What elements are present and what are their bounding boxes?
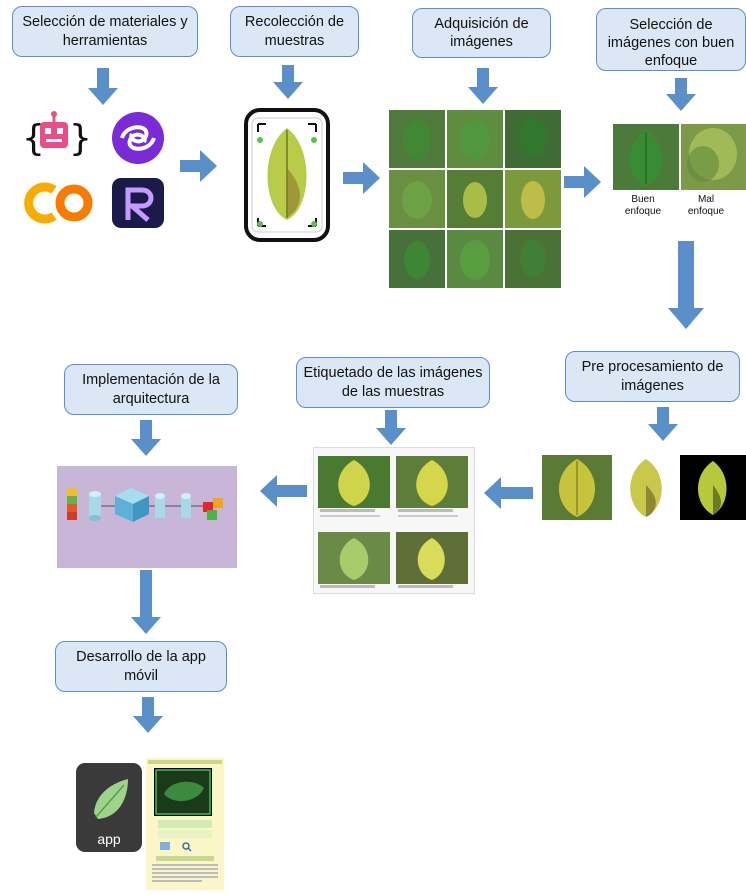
arrow-down-big	[668, 241, 704, 329]
phone-sample	[244, 108, 330, 242]
focus-images	[613, 124, 746, 190]
step-labeling: Etiquetado de las imágenes de las muestr…	[296, 357, 490, 408]
step-collection: Recolección de muestras	[230, 6, 359, 57]
step-materials: Selección de materiales y herramientas	[12, 6, 198, 57]
arrow-right-2	[343, 162, 380, 194]
architecture-diagram	[57, 466, 237, 568]
svg-text:}: }	[69, 118, 92, 159]
acquisition-grid	[389, 110, 561, 288]
label-bad-focus: Mal enfoque	[687, 194, 725, 217]
r-app-icon	[112, 178, 164, 228]
preprocess-images	[542, 455, 746, 520]
app-icon-label: app	[97, 831, 121, 847]
labeling-panel	[313, 447, 475, 594]
arrow-right-1	[180, 150, 217, 182]
arrow-down-materials	[88, 68, 118, 105]
app-icon: app	[76, 763, 142, 852]
arrow-down-acquisition	[468, 68, 498, 104]
swirl-logo-icon	[112, 112, 164, 164]
arrow-left-2	[260, 475, 307, 507]
arrow-down-labeling	[376, 410, 406, 445]
svg-text:{: {	[22, 118, 45, 159]
colab-logo-icon	[24, 182, 93, 224]
step-focus: Selección de imágenes con buen enfoque	[596, 8, 746, 71]
label-good-focus: Buen enfoque	[624, 194, 662, 217]
step-app-dev: Desarrollo de la app móvil	[55, 641, 227, 692]
arrow-down-collection	[273, 65, 303, 99]
tool-icons: { }	[18, 110, 168, 230]
robot-icon: { }	[22, 111, 92, 159]
arrow-down-implementation	[131, 420, 161, 456]
step-preprocess: Pre procesamiento de imágenes	[565, 351, 740, 402]
arrow-down-to-app	[131, 570, 161, 634]
app-screen	[146, 758, 224, 890]
arrow-down-preprocess	[648, 407, 678, 441]
arrow-down-app	[133, 697, 163, 733]
step-acquisition: Adquisición de imágenes	[412, 8, 551, 58]
step-implementation: Implementación de la arquitectura	[64, 364, 238, 415]
arrow-left-1	[484, 477, 533, 509]
arrow-down-focus	[666, 78, 696, 111]
arrow-right-3	[564, 166, 601, 198]
